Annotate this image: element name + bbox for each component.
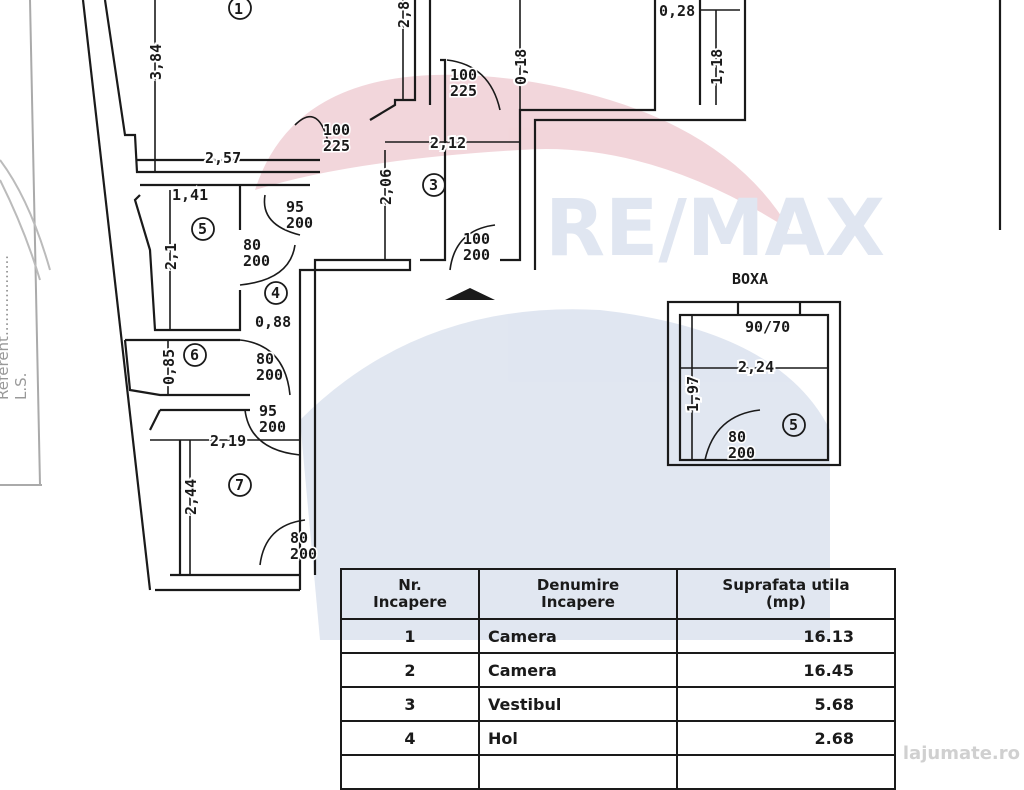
remax-logo-text: RE/MAX — [545, 184, 885, 274]
header-nr: Nr.Incapere — [340, 568, 480, 620]
dimension-label: 3,84 — [147, 44, 165, 80]
header-area: Suprafata utila(mp) — [676, 568, 896, 620]
dimension-label: 2,1 — [162, 243, 180, 270]
remax-watermark: RE/MAX — [255, 74, 885, 640]
door-width: 80 — [256, 350, 274, 368]
dimension-label: 1,18 — [708, 49, 726, 85]
door-width: 80 — [243, 236, 261, 254]
door-height: 200 — [728, 444, 755, 462]
door-height: 200 — [259, 418, 286, 436]
table-row-partial — [340, 754, 896, 790]
room-number: 7 — [235, 476, 244, 494]
boxa-window: 90/70 — [745, 318, 790, 336]
door-width: 95 — [259, 402, 277, 420]
dimension-label: 2,8 — [395, 1, 413, 28]
door-height: 225 — [450, 82, 477, 100]
door-width: 95 — [286, 198, 304, 216]
room-number: 5 — [198, 220, 207, 238]
room-number: 4 — [271, 284, 280, 302]
boxa-labels: BOXA 90/70 2,24 1,97 — [682, 270, 790, 414]
dimension-label: 2,44 — [182, 479, 200, 515]
ls-label: L.S. — [12, 372, 30, 400]
dimension-lines — [150, 0, 828, 575]
dimension-label: 2,19 — [210, 432, 246, 450]
door-height: 200 — [256, 366, 283, 384]
dimension-label: 2,57 — [205, 149, 241, 167]
door-height: 200 — [286, 214, 313, 232]
door-width: 100 — [450, 66, 477, 84]
door-height: 200 — [463, 246, 490, 264]
door-width: 100 — [323, 121, 350, 139]
dimension-label: 1,41 — [172, 186, 208, 204]
dimension-label: 0,28 — [659, 2, 695, 20]
door-height: 200 — [290, 545, 317, 563]
referent-label: Referent................. — [0, 255, 12, 400]
dimension-labels: 3,84 2,57 1,41 2,1 0,88 0,85 2,19 2,44 2… — [145, 0, 728, 517]
door-width: 100 — [463, 230, 490, 248]
dimension-label: 0,88 — [255, 313, 291, 331]
boxa-depth: 1,97 — [684, 376, 702, 412]
floor-plan: RE/MAX — [0, 0, 1002, 640]
door-height: 200 — [243, 252, 270, 270]
dimension-label: 2,06 — [377, 169, 395, 205]
stamp-frame — [0, 0, 51, 486]
dimension-label: 0,18 — [512, 49, 530, 85]
door-height: 225 — [323, 137, 350, 155]
room-labels: 1 3 5 4 6 7 5 — [183, 0, 806, 497]
boxa-title: BOXA — [732, 270, 768, 288]
dimension-label: 2,12 — [430, 134, 466, 152]
door-swings — [239, 59, 761, 566]
door-width: 80 — [290, 529, 308, 547]
walls — [81, 0, 1002, 592]
dimension-label: 0,85 — [160, 349, 178, 385]
entrance-arrow-icon — [445, 288, 495, 300]
room-number: 3 — [429, 176, 438, 194]
boxa-width: 2,24 — [738, 358, 774, 376]
lajumate-watermark: lajumate.ro — [902, 743, 1020, 764]
room-number: 5 — [789, 416, 798, 434]
room-number: 6 — [190, 346, 199, 364]
room-number: 1 — [234, 0, 243, 18]
stamp-text: Referent................. L.S. — [0, 255, 30, 400]
door-width: 80 — [728, 428, 746, 446]
